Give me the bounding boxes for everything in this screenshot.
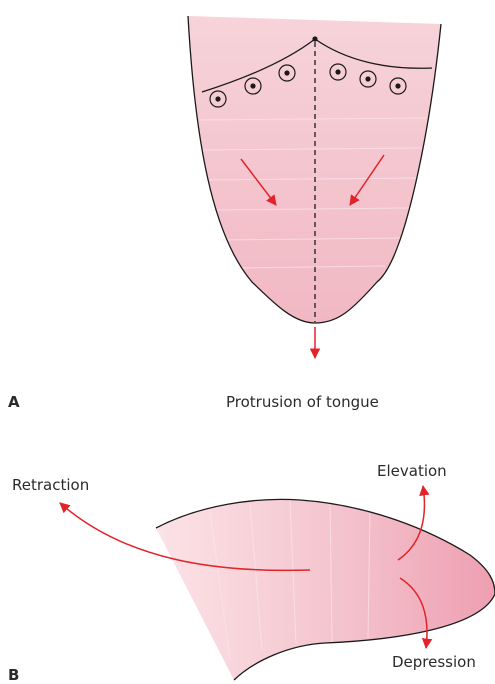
depression-label: Depression bbox=[392, 653, 476, 671]
foramen-caecum bbox=[312, 36, 317, 41]
retraction-label: Retraction bbox=[12, 476, 89, 494]
panel-a: A Protrusion of tongue bbox=[8, 16, 441, 411]
panel-b-letter: B bbox=[8, 666, 19, 684]
elevation-label: Elevation bbox=[377, 462, 447, 480]
panel-a-letter: A bbox=[8, 393, 20, 411]
panel-b: Retraction Elevation Depression B bbox=[8, 462, 495, 684]
protrusion-caption: Protrusion of tongue bbox=[226, 393, 379, 411]
